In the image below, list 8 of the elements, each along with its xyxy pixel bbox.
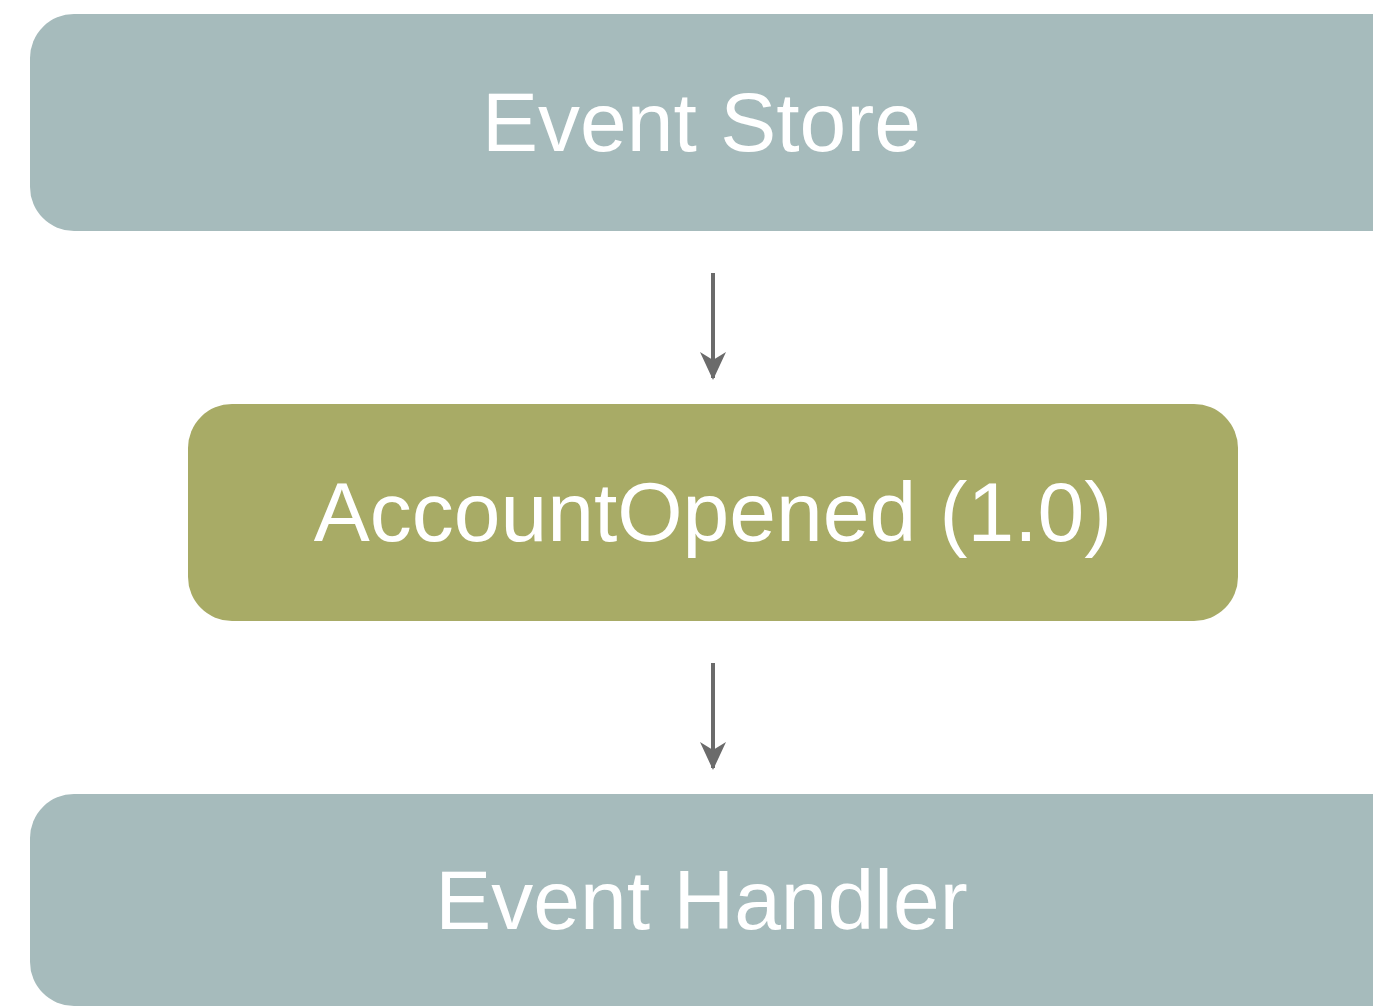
arrow xyxy=(700,273,726,380)
process-box xyxy=(30,14,1373,231)
process-box xyxy=(30,794,1373,1006)
node-label: Event Handler xyxy=(435,852,968,949)
node-label: Event Store xyxy=(482,74,921,171)
process-box xyxy=(188,404,1238,621)
arrow xyxy=(700,663,726,770)
node-label: AccountOpened (1.0) xyxy=(313,464,1113,561)
